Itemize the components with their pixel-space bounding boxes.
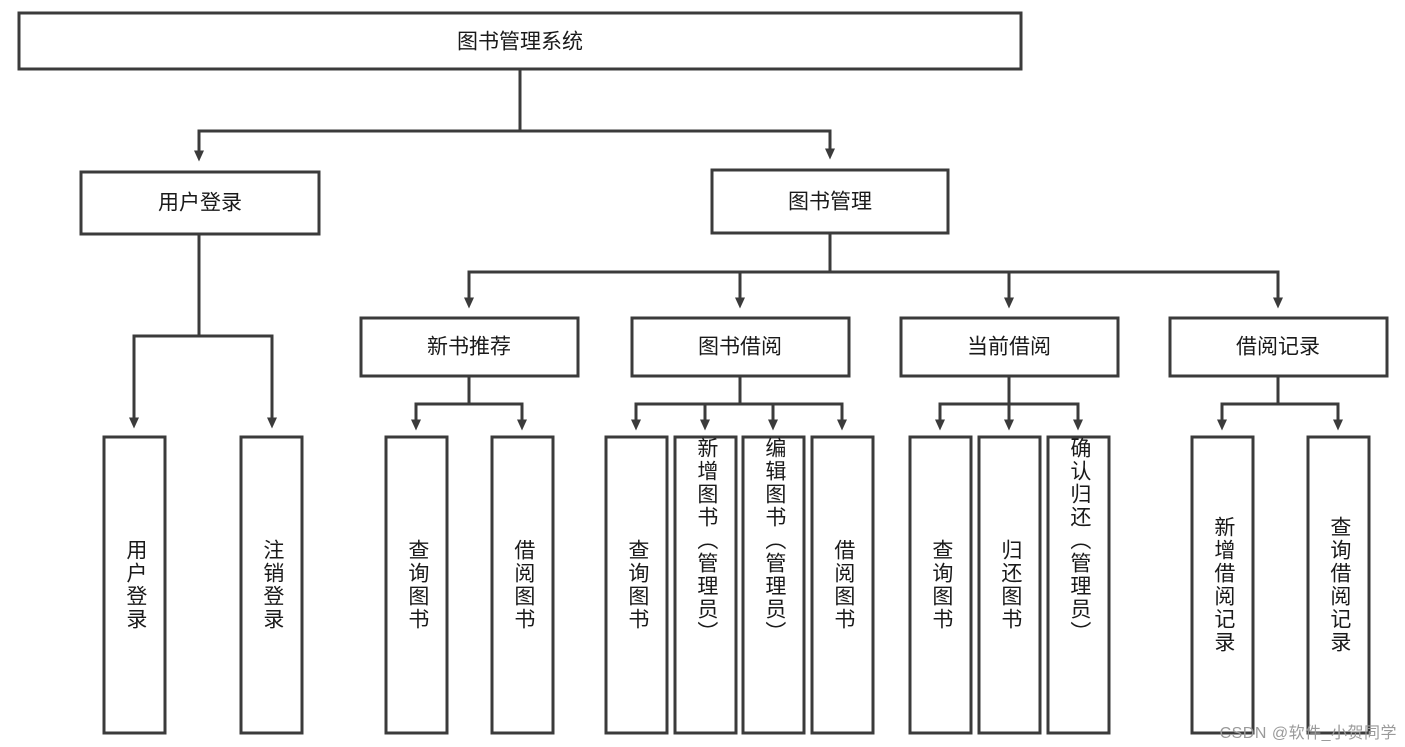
connector-borrowrecord-to-leaves [1217,374,1343,431]
connector-newbook-to-leaves [411,374,527,431]
node-leaf-query-books-current[interactable] [908,435,973,735]
node-leaf-borrow-books-recommend[interactable] [490,435,555,735]
node-leaf-query-books-borrow[interactable] [604,435,669,735]
node-leaf-confirm-return-admin[interactable] [1046,435,1111,735]
node-borrow-record[interactable] [1168,316,1389,378]
node-borrow-record-label: 借阅记录 [1236,336,1320,359]
node-leaf-add-book-admin[interactable] [673,435,738,735]
node-current-borrow-label: 当前借阅 [967,336,1051,359]
node-leaf-add-borrow-record[interactable] [1190,435,1255,735]
node-root-label: 图书管理系统 [457,31,583,54]
node-root-book-management-system[interactable] [17,11,1023,71]
node-user-login-label: 用户登录 [158,192,242,215]
connector-bookborrow-to-leaves [631,374,847,431]
node-book-management[interactable] [710,168,950,235]
node-new-book-recommend-label: 新书推荐 [427,336,511,359]
connector-bookmgmt-to-level3 [464,231,1283,309]
node-user-login[interactable] [79,170,321,236]
node-leaf-query-borrow-record[interactable] [1306,435,1371,735]
node-leaf-return-books[interactable] [977,435,1042,735]
node-book-borrow[interactable] [630,316,851,378]
node-book-borrow-label: 图书借阅 [698,336,782,359]
node-current-borrow[interactable] [899,316,1120,378]
connector-root-to-level2 [194,68,835,162]
node-leaf-query-books-recommend[interactable] [384,435,449,735]
node-leaf-edit-book-admin[interactable] [741,435,806,735]
connector-userlogin-to-leaves [129,232,277,429]
watermark-text: CSDN @软件_小贺同学 [1219,725,1397,742]
connector-currentborrow-to-leaves [935,374,1083,431]
node-book-management-label: 图书管理 [788,191,872,214]
node-leaf-borrow-books-borrow[interactable] [810,435,875,735]
node-leaf-user-login[interactable] [102,435,167,735]
node-new-book-recommend[interactable] [359,316,580,378]
node-leaf-logout[interactable] [239,435,304,735]
